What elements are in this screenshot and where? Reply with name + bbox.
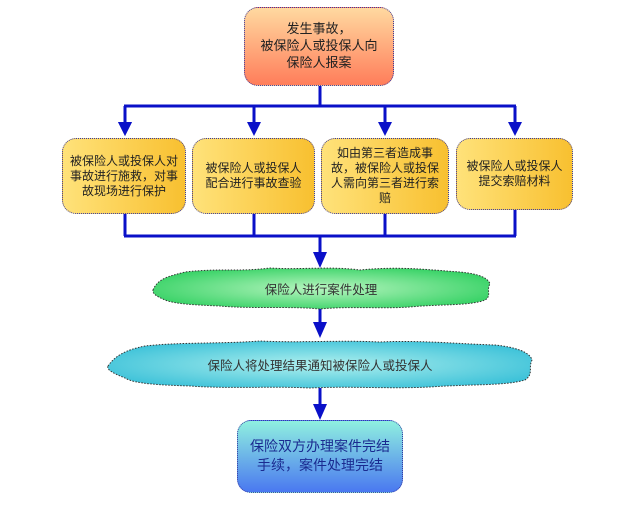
notify-cloud [107,340,533,389]
third-party-node: 如由第三者造成事故，被保险人或投保人需向第三者进行索赔 [321,138,449,214]
report-node: 发生事故， 被保险人或投保人向 保险人报案 [244,7,394,86]
process-cloud [152,267,491,310]
complete-node: 保险双方办理案件完结手续，案件处理完结 [237,420,403,493]
arrow-head [118,122,132,136]
rescue-text: 被保险人或投保人对事故进行施救，对事故现场进行保护 [69,153,178,198]
inspect-text: 被保险人或投保人配合进行事故查验 [205,161,302,190]
rescue-node: 被保险人或投保人对事故进行施救，对事故现场进行保护 [62,138,186,214]
complete-text: 保险双方办理案件完结手续，案件处理完结 [250,438,390,474]
submit-text: 被保险人或投保人提交索赔材料 [466,159,563,188]
arrow-head [313,322,327,338]
notify-node: 保险人将处理结果通知被保险人或投保人 [108,350,532,380]
process-text: 保险人进行案件处理 [264,281,378,297]
inspect-node: 被保险人或投保人配合进行事故查验 [192,138,315,214]
arrow-head [313,404,327,420]
arrow-head [313,252,327,268]
report-text: 发生事故， 被保险人或投保人向 保险人报案 [260,22,378,71]
process-node: 保险人进行案件处理 [152,274,490,304]
third-party-text: 如由第三者造成事故，被保险人或投保人需向第三者进行索赔 [330,146,439,205]
arrow-head [508,122,522,136]
arrow-head [378,122,392,136]
submit-node: 被保险人或投保人提交索赔材料 [456,138,573,210]
arrow-head [247,122,261,136]
notify-text: 保险人将处理结果通知被保险人或投保人 [207,357,433,373]
arrowheads [118,122,522,420]
